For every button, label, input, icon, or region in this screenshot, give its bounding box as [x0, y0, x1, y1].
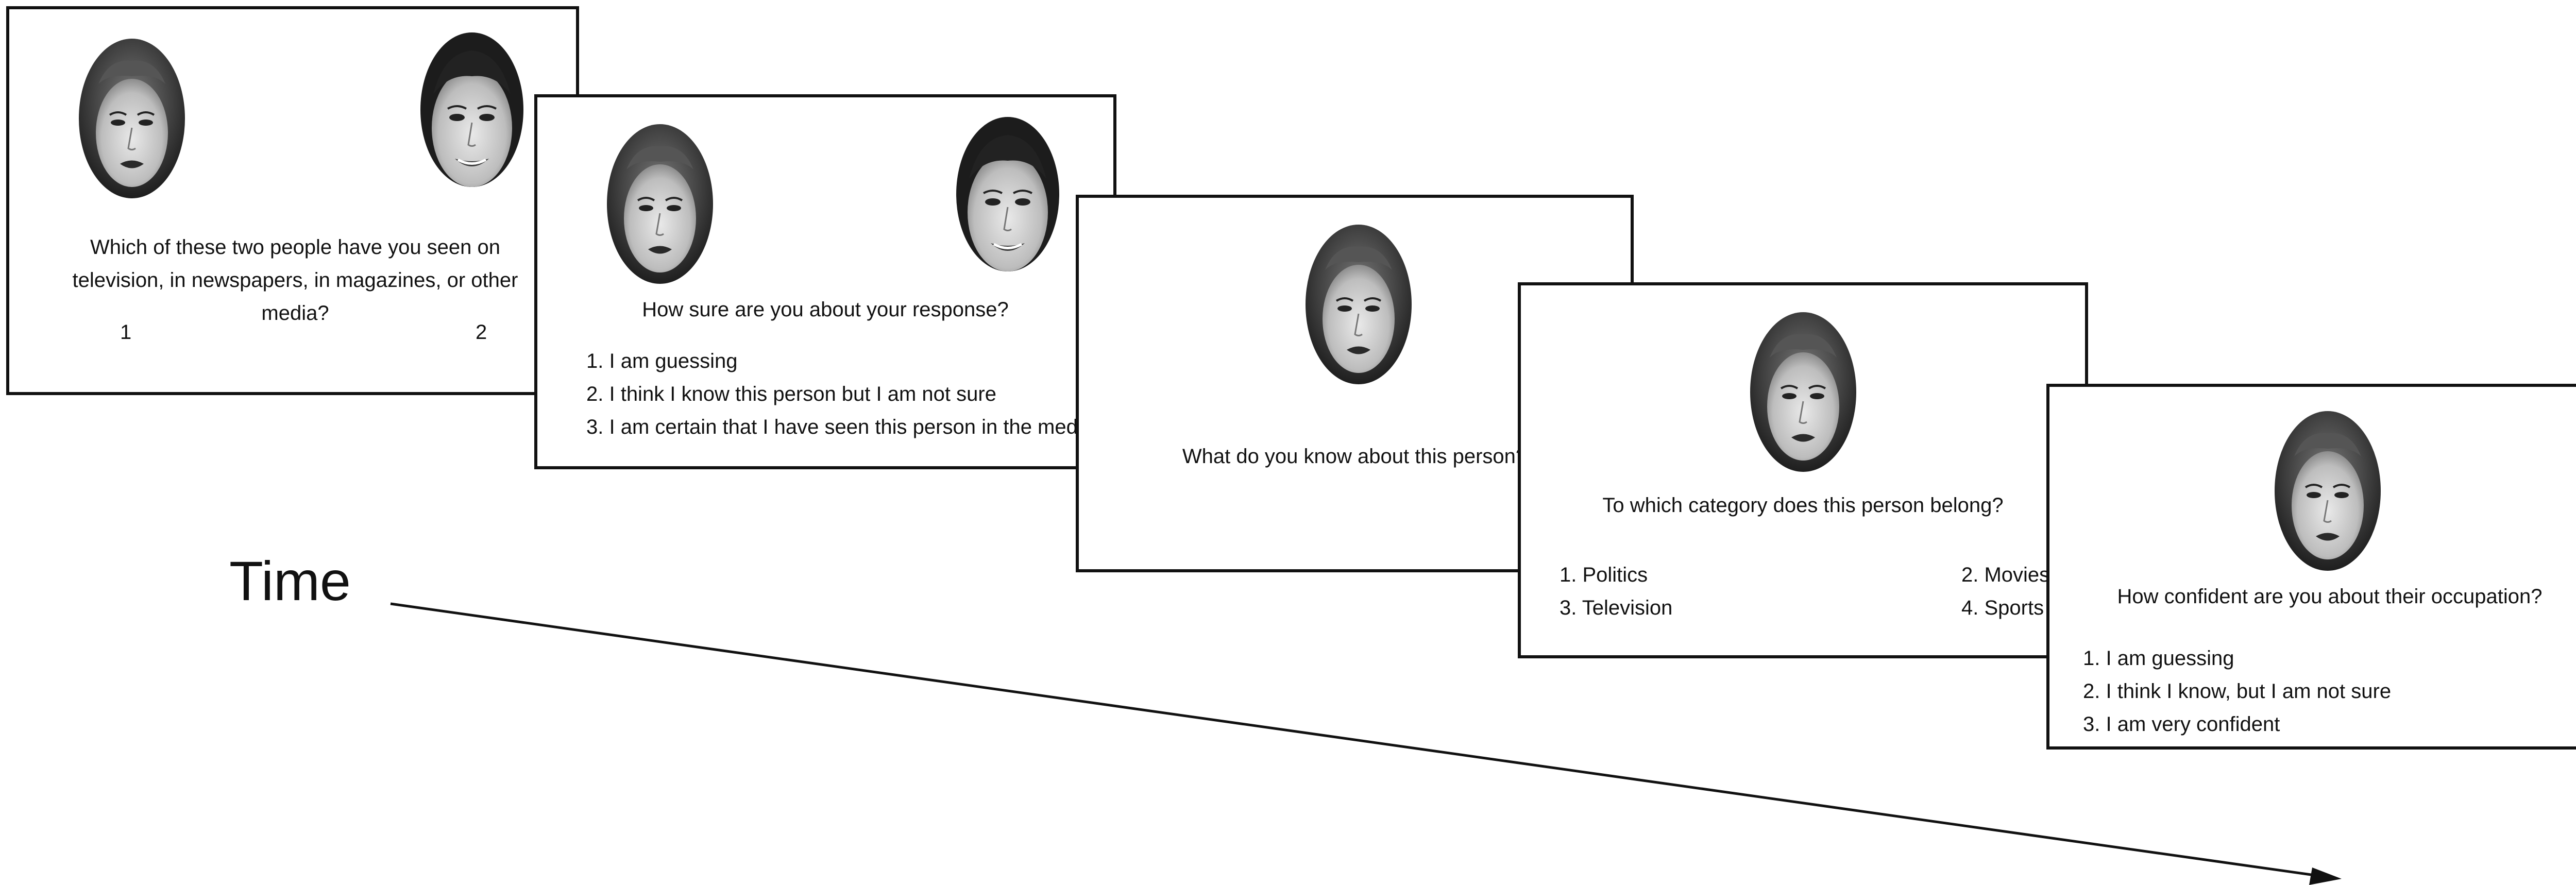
panel-5-question: How confident are you about their occupa… [2117, 585, 2543, 608]
panel-4-option: 1. Politics [1560, 564, 1648, 586]
panel-4-option: 3. Television [1560, 597, 1673, 619]
panel-3-question: What do you know about this person? [1182, 445, 1528, 468]
panel-4-option: 2. Movies [1961, 564, 2050, 586]
panel-5-option: 2. I think I know, but I am not sure [2083, 680, 2392, 703]
time-label: Time [229, 550, 351, 612]
screen-panel-5: How confident are you about their occupa… [2046, 384, 2576, 750]
panel-2-option: 2. I think I know this person but I am n… [586, 383, 996, 405]
panel-1-option-2: 2 [476, 321, 487, 344]
panel-1-question: Which of these two people have you seen … [72, 236, 518, 325]
panel-2-options: 1. I am guessing 2. I think I know this … [586, 345, 1094, 444]
screen-panel-2: How sure are you about your response? 1.… [534, 94, 1116, 469]
panel-4-option: 4. Sports [1961, 597, 2044, 619]
panel-2-option: 3. I am certain that I have seen this pe… [586, 416, 1094, 438]
panel-2-option: 1. I am guessing [586, 350, 738, 372]
panel-4-question: To which category does this person belon… [1602, 494, 2004, 517]
panel-5-option: 3. I am very confident [2083, 713, 2280, 736]
screen-panel-1: Which of these two people have you seen … [6, 6, 579, 395]
panel-2-question: How sure are you about your response? [642, 298, 1009, 321]
panel-5-option: 1. I am guessing [2083, 647, 2234, 670]
panel-5-options: 1. I am guessing 2. I think I know, but … [2083, 642, 2391, 741]
screen-panel-4: To which category does this person belon… [1518, 282, 2088, 658]
panel-1-option-1: 1 [120, 321, 132, 344]
